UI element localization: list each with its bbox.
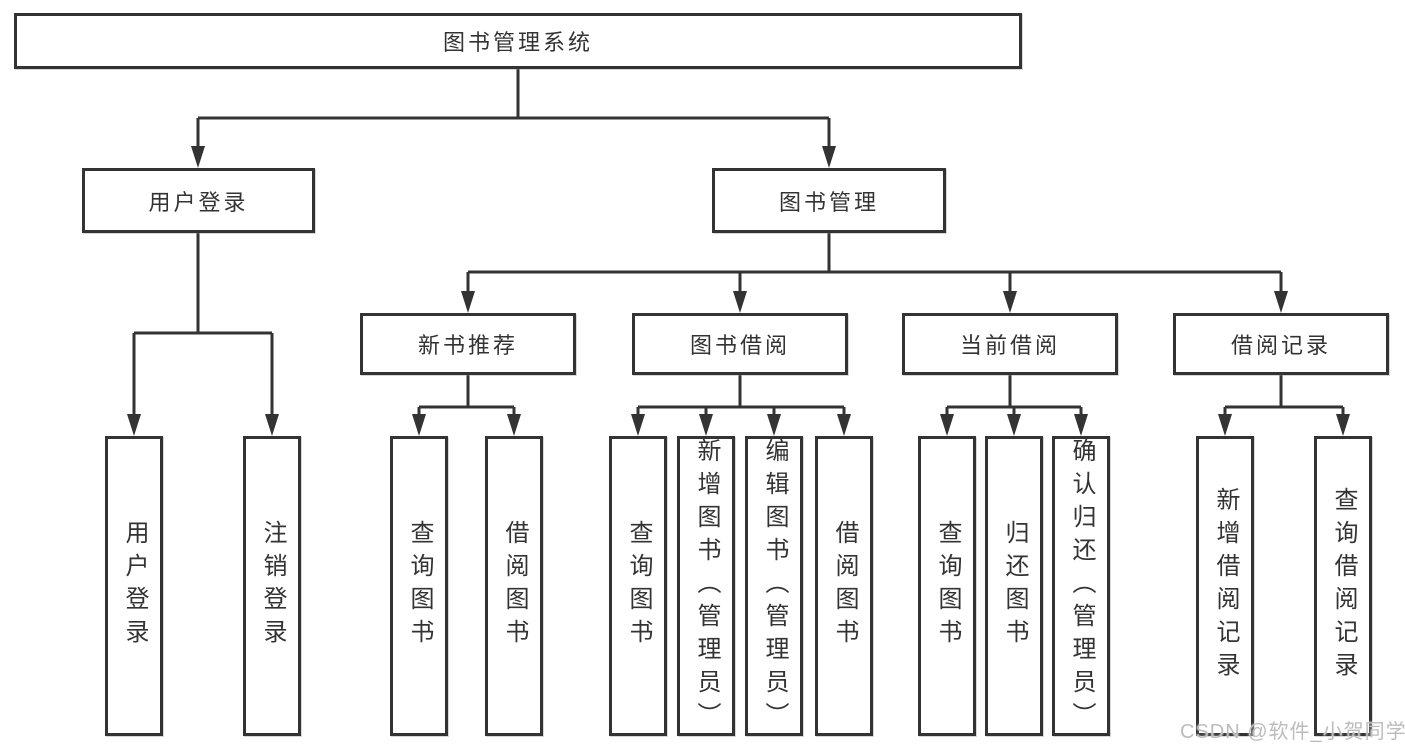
node-book-borrow: 图书借阅 [632, 313, 848, 375]
node-label: 查询图书 [406, 520, 433, 652]
leaf-query-books-borrow: 查询图书 [609, 436, 667, 736]
node-book-management: 图书管理 [712, 168, 946, 233]
leaf-confirm-return-admin: 确认归还（管理员） [1052, 436, 1110, 736]
node-label: 当前借阅 [959, 333, 1060, 358]
leaf-query-borrow-record: 查询借阅记录 [1314, 436, 1372, 736]
leaf-add-borrow-record: 新增借阅记录 [1196, 436, 1254, 736]
node-borrow-record: 借阅记录 [1173, 313, 1389, 375]
node-library-system: 图书管理系统 [14, 13, 1022, 69]
node-label: 新书推荐 [417, 333, 518, 358]
node-label: 图书借阅 [689, 333, 790, 358]
leaf-query-books-current: 查询图书 [918, 436, 976, 736]
node-label: 借阅图书 [501, 520, 528, 652]
node-label: 借阅记录 [1230, 333, 1331, 358]
leaf-user-login: 用户登录 [105, 436, 163, 736]
node-label: 新增借阅记录 [1212, 487, 1239, 685]
node-label: 归还图书 [1001, 520, 1028, 652]
leaf-borrow-books-newbook: 借阅图书 [485, 436, 543, 736]
node-label: 图书管理 [778, 189, 879, 215]
leaf-query-books-newbook: 查询图书 [390, 436, 448, 736]
node-label: 用户登录 [148, 189, 249, 215]
node-user-login: 用户登录 [82, 168, 315, 233]
node-label: 编辑图书（管理员） [761, 437, 788, 735]
node-label: 注销登录 [259, 520, 286, 652]
watermark: CSDN @软件_小贺同学 [1180, 721, 1405, 743]
node-label: 图书管理系统 [442, 30, 593, 55]
node-label: 借阅图书 [831, 520, 858, 652]
leaf-edit-books-admin: 编辑图书（管理员） [745, 436, 803, 736]
leaf-logout: 注销登录 [243, 436, 301, 736]
node-label: 查询图书 [934, 520, 961, 652]
node-label: 查询借阅记录 [1330, 487, 1357, 685]
leaf-borrow-books: 借阅图书 [815, 436, 873, 736]
node-label: 新增图书（管理员） [693, 437, 720, 735]
leaf-return-books: 归还图书 [985, 436, 1043, 736]
node-label: 查询图书 [625, 520, 652, 652]
node-new-book-recommend: 新书推荐 [360, 313, 576, 375]
node-label: 用户登录 [121, 520, 148, 652]
node-label: 确认归还（管理员） [1068, 437, 1095, 735]
leaf-add-books-admin: 新增图书（管理员） [677, 436, 735, 736]
node-current-borrow: 当前借阅 [902, 313, 1118, 375]
